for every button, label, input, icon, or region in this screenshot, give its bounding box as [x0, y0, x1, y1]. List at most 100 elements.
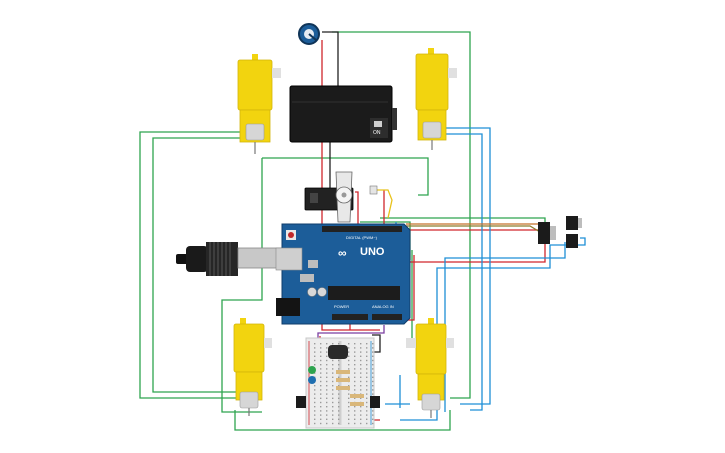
breadboard-hole — [326, 343, 328, 345]
breadboard-hole — [348, 364, 350, 366]
breadboard-hole — [326, 401, 328, 404]
breadboard-hole — [332, 410, 334, 412]
battery-switch[interactable] — [374, 121, 382, 127]
breadboard-hole — [360, 380, 362, 383]
breadboard-hole — [348, 376, 350, 378]
breadboard-hole — [320, 418, 322, 420]
breadboard-hole — [338, 410, 340, 412]
breadboard-hole — [326, 385, 328, 387]
breadboard-hole — [326, 355, 328, 357]
wire-olive-sensor[interactable] — [400, 225, 541, 233]
breadboard-hole — [332, 397, 334, 399]
breadboard-hole — [326, 364, 328, 366]
breadboard-hole — [354, 368, 356, 370]
breadboard-hole — [366, 372, 368, 374]
breadboard-hole — [314, 347, 316, 349]
breadboard-hole — [320, 397, 322, 399]
breadboard-hole — [372, 364, 374, 366]
breadboard-hole — [326, 347, 328, 349]
analog-header[interactable] — [372, 314, 402, 320]
motor-bottom-right[interactable] — [406, 318, 454, 418]
breadboard-hole — [332, 414, 334, 416]
wire-green-middle-box[interactable] — [262, 157, 429, 196]
breadboard-hole — [366, 351, 368, 353]
resistors — [336, 370, 364, 406]
breadboard-hole — [314, 406, 316, 408]
breadboard-hole — [360, 397, 362, 399]
motor-top-left[interactable] — [237, 54, 281, 154]
battery-pack[interactable] — [289, 85, 397, 143]
ir-sensor-1[interactable] — [538, 222, 556, 244]
wire-yellow-servo[interactable] — [377, 189, 393, 219]
digital-header[interactable] — [322, 226, 402, 232]
breadboard-hole — [348, 343, 350, 345]
breadboard-hole — [354, 414, 356, 416]
breadboard-hole — [366, 376, 368, 378]
breadboard-hole — [372, 380, 374, 383]
wire-red-servo[interactable] — [355, 191, 359, 232]
breadboard-hole — [320, 401, 322, 404]
breadboard-hole — [320, 347, 322, 349]
breadboard-hole — [366, 343, 368, 345]
breadboard-hole — [348, 355, 350, 357]
breadboard-hole — [332, 364, 334, 366]
motor-top-right[interactable] — [415, 48, 457, 150]
potentiometer[interactable] — [298, 23, 320, 45]
transistor-left[interactable] — [296, 396, 306, 408]
breadboard-hole — [354, 385, 356, 387]
breadboard-hole — [320, 385, 322, 387]
breadboard-hole — [354, 351, 356, 353]
breadboard-hole — [314, 359, 316, 362]
breadboard-hole — [314, 364, 316, 366]
breadboard-hole — [314, 389, 316, 391]
breadboard-hole — [314, 351, 316, 353]
breadboard-hole — [366, 355, 368, 357]
breadboard-hole — [338, 401, 340, 404]
servo-icon[interactable] — [304, 171, 378, 223]
breadboard[interactable] — [305, 337, 375, 429]
breadboard-hole — [354, 364, 356, 366]
wire-green-bottom-loop[interactable] — [234, 410, 451, 431]
breadboard-hole — [360, 418, 362, 420]
breadboard-hole — [354, 380, 356, 383]
ir-sensor-2[interactable] — [566, 216, 582, 248]
breadboard-hole — [366, 380, 368, 383]
arduino-uno[interactable] — [275, 223, 411, 325]
breadboard-hole — [360, 372, 362, 374]
breadboard-hole — [366, 385, 368, 387]
buzzer[interactable] — [328, 345, 348, 359]
breadboard-hole — [320, 351, 322, 353]
breadboard-hole — [360, 368, 362, 370]
wire-black-pot[interactable] — [322, 31, 339, 86]
led-green[interactable] — [308, 366, 316, 374]
breadboard-hole — [338, 414, 340, 416]
breadboard-hole — [332, 376, 334, 378]
breadboard-hole — [314, 401, 316, 404]
wire-blue-right-motor2[interactable] — [440, 133, 483, 411]
breadboard-hole — [348, 401, 350, 404]
breadboard-hole — [354, 372, 356, 374]
breadboard-hole — [354, 418, 356, 420]
breadboard-hole — [320, 380, 322, 383]
usb-plug-icon[interactable] — [176, 242, 285, 276]
breadboard-hole — [314, 414, 316, 416]
motor-bottom-left[interactable] — [233, 318, 272, 416]
breadboard-hole — [338, 422, 340, 425]
wire-green-left-outer[interactable] — [139, 131, 243, 399]
breadboard-hole — [348, 422, 350, 425]
wire-blue-right-motor[interactable] — [440, 127, 491, 405]
wire-orange-sensor[interactable] — [406, 223, 549, 231]
breadboard-hole — [326, 393, 328, 395]
breadboard-hole — [338, 397, 340, 399]
wire-green-left-inner[interactable] — [152, 137, 243, 393]
power-header[interactable] — [332, 314, 368, 320]
breadboard-hole — [372, 422, 374, 425]
breadboard-hole — [320, 414, 322, 416]
led-blue[interactable] — [308, 376, 316, 384]
breadboard-hole — [354, 355, 356, 357]
breadboard-hole — [372, 355, 374, 357]
wire-green-top-right[interactable] — [332, 31, 471, 399]
breadboard-hole — [366, 406, 368, 408]
transistor-right[interactable] — [370, 396, 380, 408]
